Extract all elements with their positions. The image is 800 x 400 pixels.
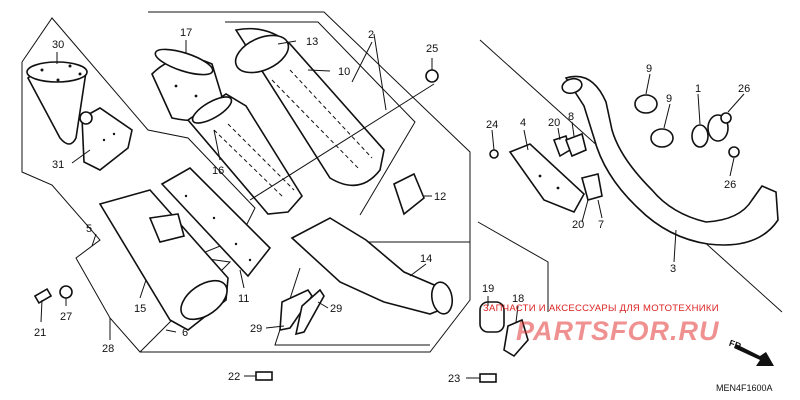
callout-12: 12 (434, 191, 446, 203)
callout-22: 22 (228, 371, 240, 383)
inner-pipe-part (79, 107, 133, 171)
exhaust-pipe-part (561, 75, 779, 246)
protector-pad-part (393, 172, 425, 216)
watermark-tagline: ЗАПЧАСТИ И АКСЕССУАРЫ ДЛЯ МОТОТЕХНИКИ (483, 303, 719, 314)
front-direction-arrow (734, 344, 774, 366)
joint-clamp-part (634, 94, 729, 148)
callout-9-top: 9 (646, 63, 652, 75)
callout-25: 25 (426, 43, 438, 55)
muffler-body-part (98, 189, 229, 331)
callout-7: 7 (598, 219, 604, 231)
callout-29-right: 29 (330, 303, 342, 315)
callout-21: 21 (34, 327, 46, 339)
callout-24: 24 (486, 119, 498, 131)
callout-15: 15 (134, 303, 146, 315)
callout-19: 19 (482, 283, 494, 295)
callout-17: 17 (180, 27, 192, 39)
callout-28: 28 (102, 343, 114, 355)
callout-9-bottom: 9 (666, 93, 672, 105)
callout-10: 10 (338, 66, 350, 78)
leader-lines (40, 33, 745, 379)
callout-1: 1 (695, 83, 701, 95)
callout-2: 2 (368, 29, 374, 41)
diagram-code-label: MEN4F1600A (716, 383, 773, 393)
watermark-brand-logo: PARTSFOR.RU (516, 316, 720, 346)
stay-bracket-part (552, 132, 603, 201)
callout-20-top: 20 (548, 117, 560, 129)
callout-18: 18 (512, 293, 524, 305)
callout-31: 31 (52, 159, 64, 171)
perforated-core-part (186, 93, 303, 215)
end-cap-part (26, 61, 88, 145)
callout-3: 3 (670, 263, 676, 275)
callout-27: 27 (60, 311, 72, 323)
callout-29-left: 29 (250, 323, 262, 335)
callout-4: 4 (520, 117, 526, 129)
callout-8: 8 (568, 111, 574, 123)
packing-sleeve-part (160, 167, 272, 278)
callout-13: 13 (306, 36, 318, 48)
outer-shell-part (234, 27, 385, 187)
callout-20-bottom: 20 (572, 219, 584, 231)
callout-26-top: 26 (738, 83, 750, 95)
header-pipe-part (290, 217, 454, 315)
callout-26-bottom: 26 (724, 179, 736, 191)
callout-30: 30 (52, 39, 64, 51)
clamp-band-part (279, 288, 325, 336)
bolt-nut-hardware (33, 69, 740, 383)
callout-23: 23 (448, 373, 460, 385)
part-callouts: 30 31 17 16 2 13 10 25 12 14 5 15 11 6 2… (34, 27, 750, 385)
callout-14: 14 (420, 253, 432, 265)
callout-5: 5 (86, 223, 92, 235)
callout-6: 6 (182, 327, 188, 339)
callout-16: 16 (212, 165, 224, 177)
muffler-group-outline (21, 11, 471, 353)
callout-11: 11 (238, 293, 249, 305)
